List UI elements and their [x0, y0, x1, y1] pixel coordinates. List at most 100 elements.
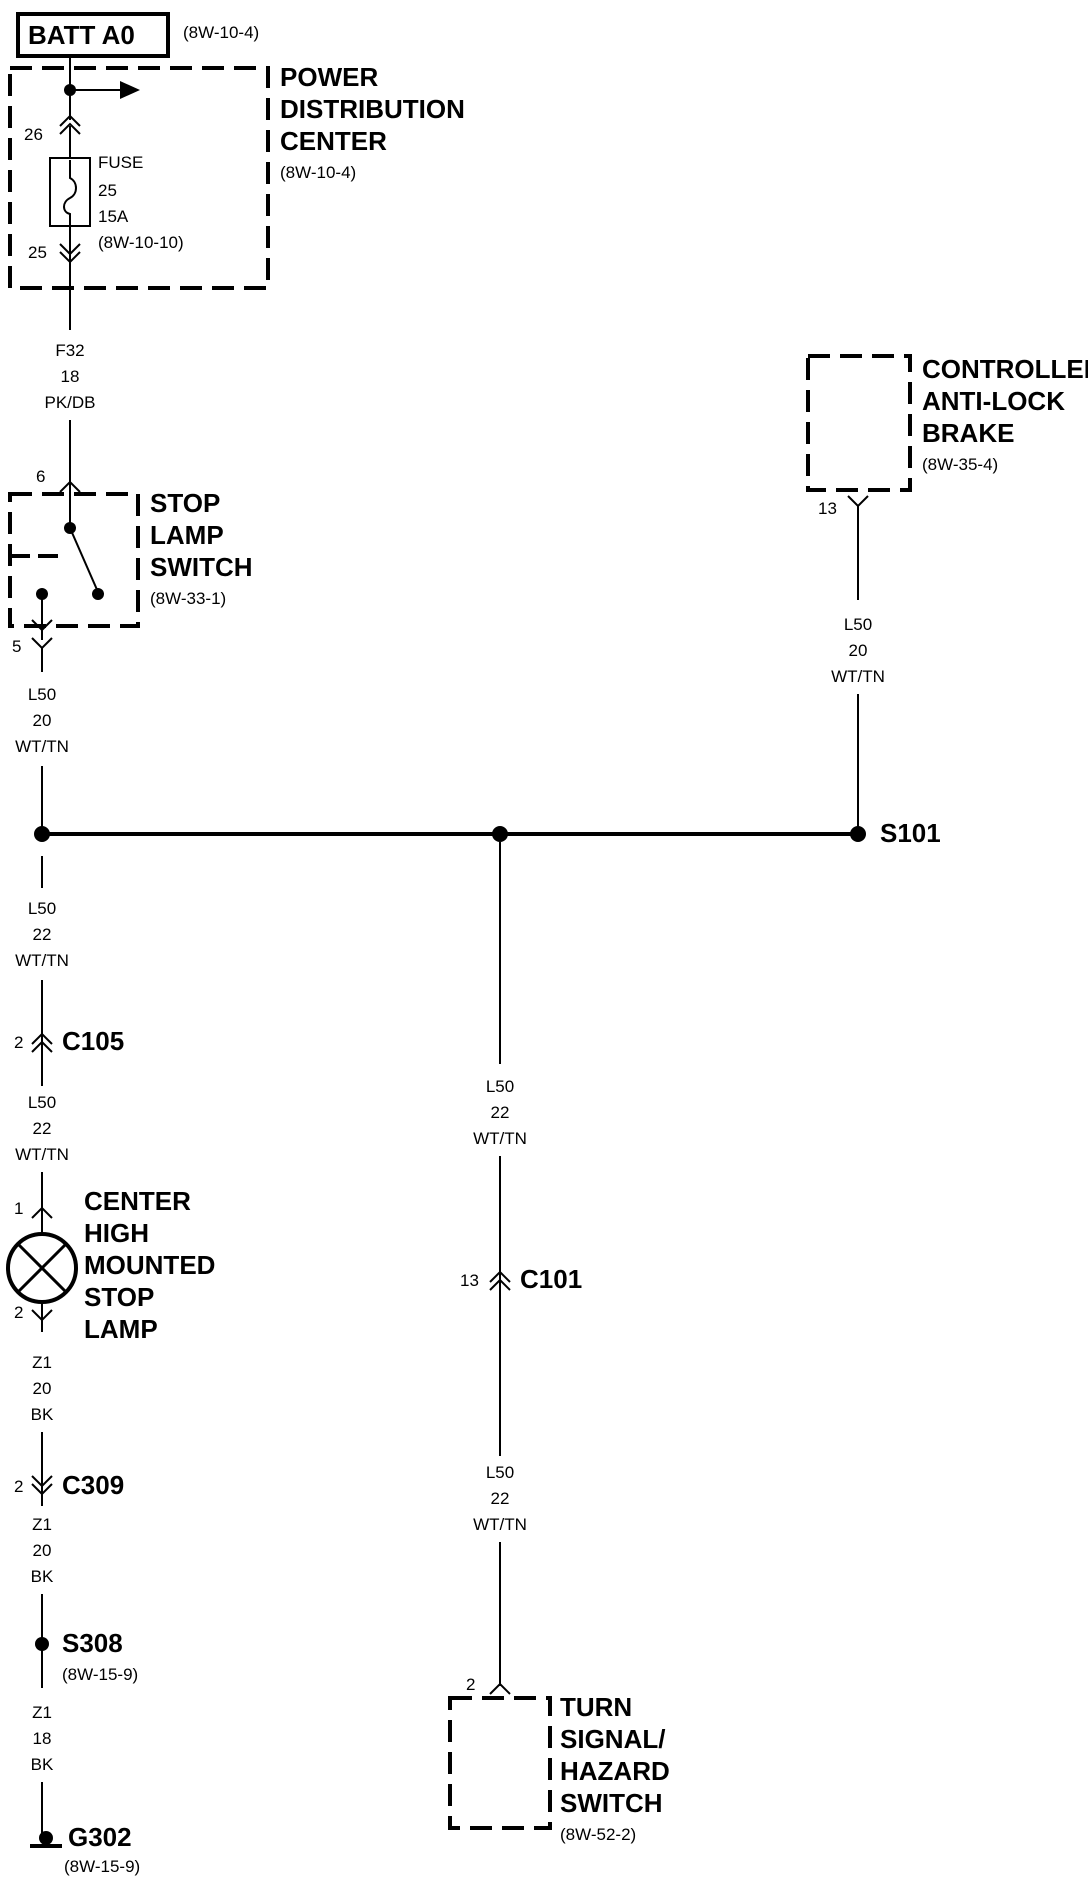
- switch-title-1: STOP: [150, 488, 220, 518]
- switch-dashed-box: [8, 492, 140, 628]
- chmsl-title-2: HIGH: [84, 1218, 149, 1248]
- ground-g302-dot: [39, 1831, 53, 1845]
- wire-z1c-color: BK: [31, 1755, 54, 1774]
- switch-blade: [69, 527, 99, 593]
- wire-mid2-gauge: 22: [491, 1489, 510, 1508]
- wire-sw-out-circuit: L50: [28, 685, 56, 704]
- chmsl-title-5: LAMP: [84, 1314, 158, 1344]
- wire-f32-color: PK/DB: [44, 393, 95, 412]
- chmsl-title-4: STOP: [84, 1282, 154, 1312]
- switch-ref: (8W-33-1): [150, 589, 226, 608]
- wire-mid1-gauge: 22: [491, 1103, 510, 1122]
- chmsl-pin-in: 1: [14, 1199, 23, 1218]
- wire-z1c-gauge: 18: [33, 1729, 52, 1748]
- switch-title-2: LAMP: [150, 520, 224, 550]
- wire-mid2-color: WT/TN: [473, 1515, 527, 1534]
- batt-ref: (8W-10-4): [183, 23, 259, 42]
- chmsl-connector-2: [31, 1309, 53, 1322]
- wire-f32-gauge: 18: [61, 367, 80, 386]
- s308-ref: (8W-15-9): [62, 1665, 138, 1684]
- wire-left1-circuit: L50: [28, 899, 56, 918]
- wire-left1-color: WT/TN: [15, 951, 69, 970]
- c309-pin: 2: [14, 1477, 23, 1496]
- pdc-title-1: POWER: [280, 62, 378, 92]
- wire-z1b-gauge: 20: [33, 1541, 52, 1560]
- wire-z1a-color: BK: [31, 1405, 54, 1424]
- pdc-branch-arrowhead: [120, 81, 140, 99]
- c309-label: C309: [62, 1470, 124, 1500]
- pdc-ref: (8W-10-4): [280, 163, 356, 182]
- batt-box: [16, 12, 170, 58]
- turn-title-3: HAZARD: [560, 1756, 670, 1786]
- pdc-title-2: DISTRIBUTION: [280, 94, 465, 124]
- c105-pin: 2: [14, 1033, 23, 1052]
- splice-s308-dot: [35, 1637, 49, 1651]
- fuse-rating: 15A: [98, 207, 129, 226]
- wire-abs-gauge: 20: [849, 641, 868, 660]
- wire-left2-color: WT/TN: [15, 1145, 69, 1164]
- switch-pin-in: 6: [36, 467, 45, 486]
- c105-label: C105: [62, 1026, 124, 1056]
- abs-title-1: CONTROLLER: [922, 354, 1088, 384]
- c105-connector-icon: [31, 1032, 53, 1053]
- wire-sw-out-gauge: 20: [33, 711, 52, 730]
- wire-z1c-circuit: Z1: [32, 1703, 52, 1722]
- g302-label: G302: [68, 1822, 132, 1852]
- splice-s101-dot: [850, 826, 866, 842]
- wire-z1b-color: BK: [31, 1567, 54, 1586]
- wire-mid1-circuit: L50: [486, 1077, 514, 1096]
- wire-abs-color: WT/TN: [831, 667, 885, 686]
- turn-ref: (8W-52-2): [560, 1825, 636, 1844]
- abs-pin: 13: [818, 499, 837, 518]
- s308-label: S308: [62, 1628, 123, 1658]
- pdc-dashed-box: [8, 66, 270, 290]
- abs-dashed-box: [806, 354, 912, 492]
- wire-f32-circuit: F32: [55, 341, 84, 360]
- fuse-label: FUSE: [98, 153, 143, 172]
- lamp-filament-icon: [16, 1242, 68, 1294]
- fuse-ref: (8W-10-10): [98, 233, 184, 252]
- turn-title-4: SWITCH: [560, 1788, 663, 1818]
- g302-ref: (8W-15-9): [64, 1857, 140, 1876]
- switch-title-3: SWITCH: [150, 552, 253, 582]
- pdc-connector-26: [59, 114, 81, 135]
- c101-label: C101: [520, 1264, 582, 1294]
- pdc-title-3: CENTER: [280, 126, 387, 156]
- bus-dot-left: [34, 826, 50, 842]
- wire-z1a-gauge: 20: [33, 1379, 52, 1398]
- abs-connector-13: [847, 495, 869, 508]
- turn-title-2: SIGNAL/: [560, 1724, 665, 1754]
- wire-mid1-color: WT/TN: [473, 1129, 527, 1148]
- chmsl-title-3: MOUNTED: [84, 1250, 215, 1280]
- abs-title-3: BRAKE: [922, 418, 1014, 448]
- wire-mid2-circuit: L50: [486, 1463, 514, 1482]
- wire-sw-out-color: WT/TN: [15, 737, 69, 756]
- batt-label: BATT A0: [28, 20, 135, 50]
- wire-left2-gauge: 22: [33, 1119, 52, 1138]
- bus-dot-middle: [492, 826, 508, 842]
- pdc-pin-in: 26: [24, 125, 43, 144]
- wire-abs-circuit: L50: [844, 615, 872, 634]
- c309-connector-icon: [31, 1475, 53, 1496]
- chmsl-pin-out: 2: [14, 1303, 23, 1322]
- fuse-element: [63, 160, 77, 226]
- pdc-pin-out: 25: [28, 243, 47, 262]
- splice-s101-label: S101: [880, 818, 941, 848]
- abs-ref: (8W-35-4): [922, 455, 998, 474]
- chmsl-title-1: CENTER: [84, 1186, 191, 1216]
- c101-connector-icon: [489, 1270, 511, 1291]
- wire-left2-circuit: L50: [28, 1093, 56, 1112]
- wire-left1-gauge: 22: [33, 925, 52, 944]
- turn-connector-2: [489, 1682, 511, 1695]
- abs-title-2: ANTI-LOCK: [922, 386, 1065, 416]
- wire-z1a-circuit: Z1: [32, 1353, 52, 1372]
- turn-title-1: TURN: [560, 1692, 632, 1722]
- switch-pin-out: 5: [12, 637, 21, 656]
- turn-dashed-box: [448, 1696, 552, 1830]
- switch-connector-6: [59, 480, 81, 493]
- turn-pin: 2: [466, 1675, 475, 1694]
- fuse-number: 25: [98, 181, 117, 200]
- switch-contact-dot-right: [92, 588, 104, 600]
- c101-pin: 13: [460, 1271, 479, 1290]
